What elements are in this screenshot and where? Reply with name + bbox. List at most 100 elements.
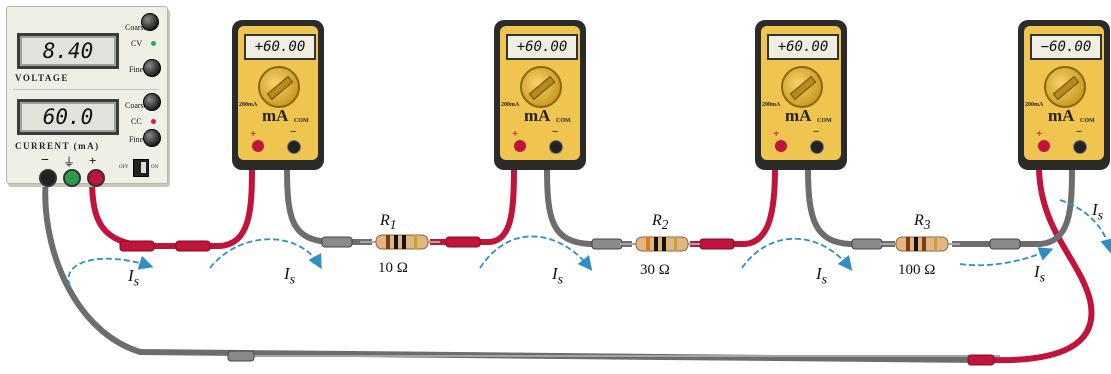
resistor-r3 bbox=[880, 236, 960, 252]
lead-r2-to-meter3 bbox=[690, 167, 778, 247]
meter-face: −60.00 200mA mA COM + − bbox=[1024, 26, 1104, 160]
com-jack[interactable] bbox=[810, 140, 824, 154]
range-dial[interactable] bbox=[258, 66, 300, 108]
return-lead-red bbox=[989, 167, 1095, 364]
switch-off-label: OFF bbox=[119, 165, 129, 170]
fine-label-voltage: Fine bbox=[129, 65, 144, 74]
com-label: COM bbox=[1080, 118, 1095, 124]
switch-on-label: ON bbox=[151, 165, 159, 170]
voltage-fine-knob[interactable] bbox=[143, 59, 161, 77]
current-coarse-knob[interactable] bbox=[143, 93, 161, 111]
range-label: 200mA bbox=[239, 102, 258, 108]
current-section: 60.0 CURRENT (mA) Coarse CC Fine bbox=[13, 93, 161, 159]
plus-jack[interactable] bbox=[775, 140, 787, 152]
lead-r1-to-meter2 bbox=[430, 167, 517, 245]
current-label-5: Is bbox=[1034, 262, 1046, 286]
r1-label: R1 bbox=[380, 212, 397, 233]
terminal-ground-label: ⏚ bbox=[63, 155, 76, 169]
plus-sign: + bbox=[1036, 128, 1043, 140]
plus-sign: + bbox=[512, 128, 519, 140]
lead-meter3-to-r3 bbox=[805, 167, 895, 247]
current-fine-knob[interactable] bbox=[143, 129, 161, 147]
current-display: 60.0 bbox=[17, 99, 119, 135]
plus-jack[interactable] bbox=[1038, 140, 1050, 152]
com-label: COM bbox=[556, 118, 571, 124]
range-label: 200mA bbox=[1025, 102, 1044, 108]
unit-label: mA bbox=[524, 106, 551, 125]
power-switch[interactable] bbox=[133, 159, 149, 177]
range-dial[interactable] bbox=[520, 66, 562, 108]
lead-meter1-to-r1 bbox=[284, 167, 372, 245]
com-jack[interactable] bbox=[1073, 140, 1087, 154]
voltage-display: 8.40 bbox=[17, 33, 119, 69]
minus-sign: − bbox=[813, 126, 820, 138]
range-dial[interactable] bbox=[1044, 66, 1086, 108]
voltage-coarse-knob[interactable] bbox=[141, 13, 159, 31]
plus-sign: + bbox=[250, 128, 257, 140]
clips-gray bbox=[227, 236, 1021, 362]
terminal-ground[interactable] bbox=[63, 169, 81, 187]
current-arrows bbox=[67, 199, 1111, 287]
plus-jack[interactable] bbox=[514, 140, 526, 152]
ammeter-2: +60.00 200mA mA COM + − bbox=[494, 20, 586, 170]
resistor-r2 bbox=[620, 236, 700, 252]
terminal-plus[interactable] bbox=[87, 169, 105, 187]
meter-face: +60.00 200mA mA COM + − bbox=[238, 26, 318, 160]
meter-2-reading: +60.00 bbox=[506, 34, 578, 60]
meter-face: +60.00 200mA mA COM + − bbox=[761, 26, 841, 160]
r1-value: 10 Ω bbox=[378, 260, 408, 276]
voltage-section: 8.40 VOLTAGE Coarse CV Fine bbox=[13, 11, 161, 90]
range-label: 200mA bbox=[762, 102, 781, 108]
cc-indicator-led bbox=[151, 119, 156, 124]
coarse-label-current: Coarse bbox=[125, 101, 148, 110]
ammeter-3: +60.00 200mA mA COM + − bbox=[755, 20, 847, 170]
clips bbox=[119, 236, 995, 366]
cc-label: CC bbox=[131, 117, 142, 126]
r3-value: 100 Ω bbox=[898, 262, 936, 278]
dc-power-supply: 8.40 VOLTAGE Coarse CV Fine 60.0 CURRENT… bbox=[6, 6, 168, 187]
r3-label: R3 bbox=[914, 212, 931, 233]
minus-sign: − bbox=[290, 126, 297, 138]
com-label: COM bbox=[817, 118, 832, 124]
unit-label: mA bbox=[1048, 106, 1075, 125]
coarse-label-voltage: Coarse bbox=[125, 23, 148, 32]
current-label-3: Is bbox=[552, 264, 564, 288]
return-lead-gray bbox=[42, 177, 981, 363]
com-jack[interactable] bbox=[549, 140, 563, 154]
resistor-r1 bbox=[360, 234, 440, 250]
r2-value: 30 Ω bbox=[640, 262, 670, 278]
r2-label: R2 bbox=[652, 212, 669, 233]
meter-face: +60.00 200mA mA COM + − bbox=[500, 26, 580, 160]
ammeter-1: +60.00 200mA mA COM + − bbox=[232, 20, 324, 170]
ammeter-4: −60.00 200mA mA COM + − bbox=[1018, 20, 1110, 170]
cv-label: CV bbox=[131, 39, 143, 48]
range-dial[interactable] bbox=[781, 66, 823, 108]
lead-meter2-to-r2 bbox=[544, 167, 632, 247]
plus-sign: + bbox=[773, 128, 780, 140]
lead-r3-to-meter4 bbox=[952, 167, 1075, 247]
meter-3-reading: +60.00 bbox=[767, 34, 839, 60]
current-label: CURRENT (mA) bbox=[15, 141, 100, 151]
current-label-2: Is bbox=[284, 264, 296, 288]
terminal-minus[interactable] bbox=[39, 169, 57, 187]
com-jack[interactable] bbox=[287, 140, 301, 154]
current-label-1: Is bbox=[128, 266, 140, 290]
current-label-6: Is bbox=[1092, 200, 1104, 224]
minus-sign: − bbox=[1076, 126, 1083, 138]
unit-label: mA bbox=[785, 106, 812, 125]
minus-sign: − bbox=[552, 126, 559, 138]
meter-1-reading: +60.00 bbox=[244, 34, 316, 60]
plus-jack[interactable] bbox=[252, 140, 264, 152]
unit-label: mA bbox=[262, 106, 289, 125]
range-label: 200mA bbox=[501, 102, 520, 108]
voltage-label: VOLTAGE bbox=[15, 73, 69, 83]
meter-4-reading: −60.00 bbox=[1030, 34, 1102, 60]
com-label: COM bbox=[294, 118, 309, 124]
current-label-4: Is bbox=[816, 264, 828, 288]
terminal-plus-label: + bbox=[89, 153, 97, 168]
cv-indicator-led bbox=[151, 41, 156, 46]
terminal-minus-label: − bbox=[41, 153, 49, 168]
fine-label-current: Fine bbox=[129, 135, 144, 144]
